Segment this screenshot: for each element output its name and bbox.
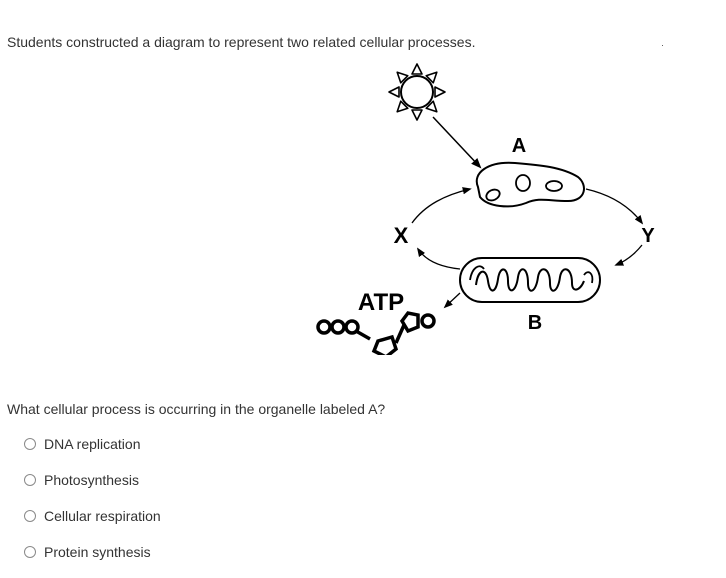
option-photosynthesis[interactable]: Photosynthesis (24, 469, 161, 505)
atp-arrow (443, 292, 461, 309)
option-label: Protein synthesis (44, 544, 151, 560)
option-dna-replication[interactable]: DNA replication (24, 433, 161, 469)
option-label: DNA replication (44, 436, 141, 452)
chloroplast-organelle (475, 161, 585, 208)
answer-options: DNA replication Photosynthesis Cellular … (24, 433, 161, 577)
question-prompt: What cellular process is occurring in th… (7, 401, 386, 417)
label-a: A (512, 135, 526, 157)
mitochondrion-organelle (459, 257, 601, 303)
option-cellular-respiration[interactable]: Cellular respiration (24, 505, 161, 541)
option-label: Photosynthesis (44, 472, 139, 488)
arrow-y-lower (614, 244, 643, 266)
sunlight-arrow (432, 116, 482, 169)
label-b: B (528, 312, 542, 334)
cell-process-diagram: A X Y B ATP (316, 63, 655, 355)
radio-button[interactable] (24, 438, 36, 450)
arrow-x-lower (416, 247, 461, 270)
radio-button[interactable] (24, 546, 36, 558)
option-protein-synthesis[interactable]: Protein synthesis (24, 541, 161, 577)
label-atp: ATP (358, 289, 404, 316)
arrow-y-upper (585, 188, 644, 225)
intro-text: Students constructed a diagram to repres… (7, 34, 476, 50)
label-x: X (394, 223, 409, 248)
label-y: Y (641, 225, 655, 247)
stray-mark: · (661, 40, 664, 50)
sun-icon (388, 63, 446, 121)
radio-button[interactable] (24, 474, 36, 486)
radio-button[interactable] (24, 510, 36, 522)
atp-molecule-icon (316, 311, 436, 355)
arrow-x-upper (411, 187, 472, 224)
option-label: Cellular respiration (44, 508, 161, 524)
